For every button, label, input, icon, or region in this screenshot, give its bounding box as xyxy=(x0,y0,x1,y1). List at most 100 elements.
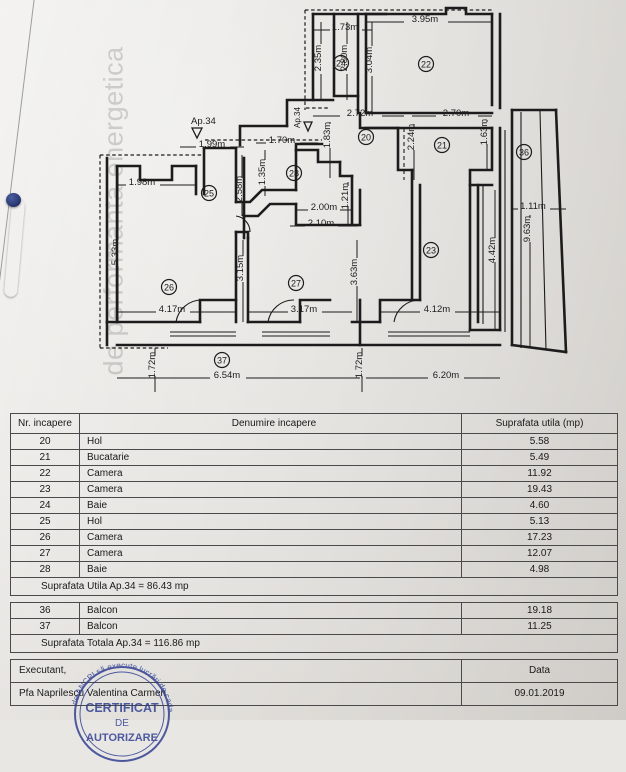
cell-name: Camera xyxy=(79,529,462,546)
room-marker-36: 36 xyxy=(515,143,533,161)
cell-area: 19.43 xyxy=(461,481,618,498)
dimension-label: 1.72m xyxy=(147,352,158,378)
room-number: 22 xyxy=(421,60,431,70)
cell-area: 17.23 xyxy=(461,529,618,546)
cell-nr: 23 xyxy=(10,481,80,498)
ap34-label-upper: Ap.34 xyxy=(293,107,302,128)
dimension-label: 3.95m xyxy=(412,14,438,25)
room-number: 25 xyxy=(204,189,214,199)
dimension-label: 2.35m xyxy=(313,45,324,71)
room-marker-37: 37 xyxy=(213,351,231,369)
dimension-label: 3.17m xyxy=(291,304,317,315)
room-number: 21 xyxy=(437,141,447,151)
room-marker-27: 27 xyxy=(287,274,305,292)
room-number: 36 xyxy=(519,148,529,158)
cell-area: 5.58 xyxy=(461,433,618,450)
subtotal-table: Suprafata Utila Ap.34 = 86.43 mp xyxy=(10,577,618,596)
dimension-label: 3.63m xyxy=(349,259,360,285)
dimension-label: 1.83m xyxy=(322,122,333,148)
executant-label: Executant, xyxy=(10,659,462,683)
dimension-label: 1.11m xyxy=(520,201,546,212)
cell-name: Balcon xyxy=(79,602,462,619)
room-marker-26: 26 xyxy=(160,278,178,296)
header-area: Suprafata utila (mp) xyxy=(461,413,618,434)
dimension-label: 2.58m xyxy=(234,176,245,202)
room-marker-28: 28 xyxy=(285,164,303,182)
cell-nr: 25 xyxy=(10,513,80,530)
room-marker-22: 22 xyxy=(417,55,435,73)
dimension-label: 4.12m xyxy=(424,304,450,315)
cell-nr: 24 xyxy=(10,497,80,514)
dimension-label: 9.63m xyxy=(522,216,533,242)
room-marker-25: 25 xyxy=(200,184,218,202)
room-number: 37 xyxy=(217,356,227,366)
cell-name: Baie xyxy=(79,497,462,514)
cell-name: Camera xyxy=(79,481,462,498)
room-number: 28 xyxy=(289,169,299,179)
table-header-row: Nr. incapere Denumire incapere Suprafata… xyxy=(10,413,618,434)
room-schedule: Nr. incapere Denumire incapere Suprafata… xyxy=(10,413,618,706)
dimension-label: 5.33m xyxy=(110,239,121,265)
cell-nr: 26 xyxy=(10,529,80,546)
signature-header-row: Executant, Data xyxy=(10,659,618,683)
data-label: Data xyxy=(461,659,618,683)
dimension-label: 2.72m xyxy=(347,108,373,119)
executant-name: Pfa Naprilescu Valentina Carmen xyxy=(10,682,462,706)
cell-name: Camera xyxy=(79,545,462,562)
cell-area: 4.98 xyxy=(461,561,618,578)
cell-name: Camera xyxy=(79,465,462,482)
dimension-label: 1.21m xyxy=(340,183,351,209)
cell-nr: 27 xyxy=(10,545,80,562)
dimension-label: 2.80m xyxy=(339,45,350,71)
dimension-label: 4.42m xyxy=(487,237,498,263)
total-row: Suprafata Totala Ap.34 = 116.86 mp xyxy=(10,634,618,653)
room-marker-20: 20 xyxy=(357,128,375,146)
cell-area: 4.60 xyxy=(461,497,618,514)
document-page: de performanta energetica xyxy=(0,0,626,720)
cell-nr: 22 xyxy=(10,465,80,482)
ap34-label-left: Ap.34 xyxy=(191,116,216,127)
header-nr: Nr. incapere xyxy=(10,413,80,434)
dimension-label: 1.35m xyxy=(257,159,268,185)
total-text: Suprafata Totala Ap.34 = 116.86 mp xyxy=(10,634,618,653)
room-marker-24: 24 xyxy=(332,54,350,72)
room-marker-23: 23 xyxy=(422,241,440,259)
dimension-label: 2.70m xyxy=(443,108,469,119)
signature-table: Executant, Data Pfa Naprilescu Valentina… xyxy=(10,659,618,706)
dimension-label: 6.20m xyxy=(433,370,459,381)
cell-area: 11.25 xyxy=(461,618,618,635)
dimension-label: 2.10m xyxy=(308,218,334,229)
cell-area: 11.92 xyxy=(461,465,618,482)
dimension-label: 2.00m xyxy=(311,202,337,213)
dimension-label: 3.04m xyxy=(364,47,375,73)
cell-area: 12.07 xyxy=(461,545,618,562)
dimension-label: 6.54m xyxy=(214,370,240,381)
room-number: 24 xyxy=(336,59,346,69)
subtotal-utila-text: Suprafata Utila Ap.34 = 86.43 mp xyxy=(10,577,618,596)
dimension-label: 1.72m xyxy=(354,352,365,378)
room-number: 27 xyxy=(291,279,301,289)
room-number: 23 xyxy=(426,246,436,256)
cell-nr: 36 xyxy=(10,602,80,619)
cell-area: 5.13 xyxy=(461,513,618,530)
dimension-label: 2.24m xyxy=(406,124,417,150)
room-number: 20 xyxy=(361,133,371,143)
cell-nr: 20 xyxy=(10,433,80,450)
subtotal-utila-row: Suprafata Utila Ap.34 = 86.43 mp xyxy=(10,577,618,596)
total-table: Suprafata Totala Ap.34 = 116.86 mp xyxy=(10,634,618,653)
cell-nr: 21 xyxy=(10,449,80,466)
dimension-label: 1.70m xyxy=(269,135,295,146)
room-table: Nr. incapere Denumire incapere Suprafata… xyxy=(10,413,618,578)
dimension-label: 4.17m xyxy=(159,304,185,315)
